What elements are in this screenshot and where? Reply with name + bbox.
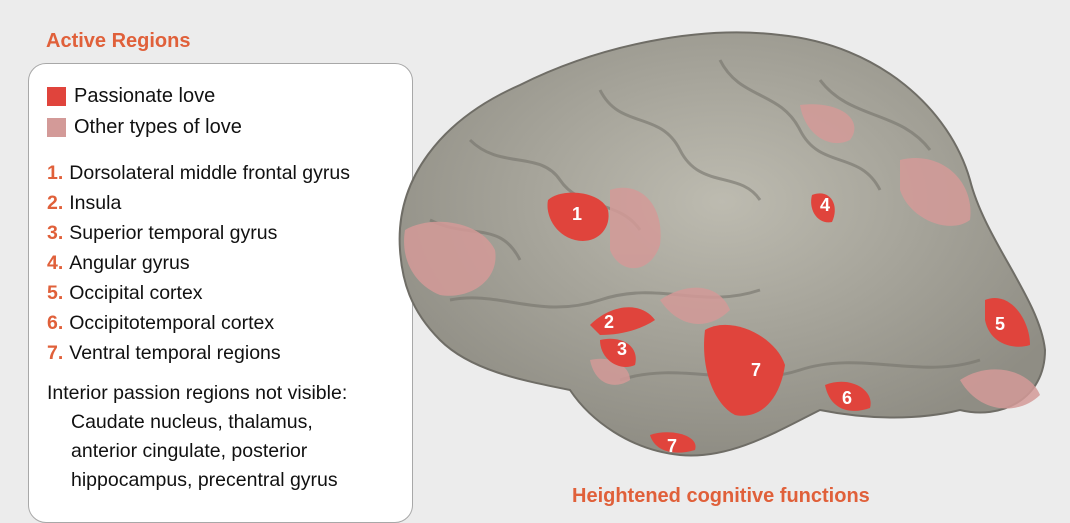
brain-label-7b: 7 [667, 436, 677, 456]
brain-label-1: 1 [572, 204, 582, 224]
passionate-love-regions [547, 192, 1030, 453]
region-item: 1.Dorsolateral middle frontal gyrus [47, 161, 350, 191]
active-regions-title: Active Regions [46, 30, 191, 52]
note-line: anterior cingulate, posterior [71, 440, 308, 462]
region-num: 3. [47, 222, 64, 244]
other-swatch [47, 118, 66, 137]
region-item: 7.Ventral temporal regions [47, 341, 350, 371]
brain-label-5: 5 [995, 314, 1005, 334]
region-item: 4.Angular gyrus [47, 251, 350, 281]
brain-label-3: 3 [617, 339, 627, 359]
brain-label-2: 2 [604, 312, 614, 332]
brain-label-4: 4 [820, 195, 830, 215]
region-label: Ventral temporal regions [69, 342, 281, 364]
legend-label: Other types of love [74, 116, 242, 138]
region-list: 1.Dorsolateral middle frontal gyrus 2.In… [47, 161, 350, 371]
bottom-heading: Heightened cognitive functions [572, 485, 870, 507]
passionate-swatch [47, 87, 66, 106]
region-item: 6.Occipitotemporal cortex [47, 311, 350, 341]
brain-label-6: 6 [842, 388, 852, 408]
interior-note: Interior passion regions not visible: Ca… [47, 379, 347, 495]
region-label: Superior temporal gyrus [69, 222, 278, 244]
region-num: 2. [47, 192, 64, 214]
region-num: 5. [47, 282, 64, 304]
region-label: Dorsolateral middle frontal gyrus [69, 162, 350, 184]
region-num: 6. [47, 312, 64, 334]
legend-other: Other types of love [47, 116, 242, 139]
region-item: 5.Occipital cortex [47, 281, 350, 311]
region-item: 3.Superior temporal gyrus [47, 221, 350, 251]
note-line: Caudate nucleus, thalamus, [71, 411, 313, 433]
region-label: Insula [69, 192, 122, 214]
note-line: hippocampus, precentral gyrus [71, 469, 338, 491]
other-love-regions [404, 104, 1040, 409]
region-num: 7. [47, 342, 64, 364]
region-label: Occipitotemporal cortex [69, 312, 275, 334]
region-label: Occipital cortex [69, 282, 203, 304]
region-num: 4. [47, 252, 64, 274]
region-label: Angular gyrus [69, 252, 190, 274]
legend-label: Passionate love [74, 85, 216, 107]
brain-illustration: 1 2 3 4 5 6 7 7 [398, 31, 1047, 457]
brain-label-7: 7 [751, 360, 761, 380]
legend-panel: Passionate love Other types of love 1.Do… [28, 63, 413, 523]
note-heading: Interior passion regions not visible: [47, 382, 348, 404]
region-num: 1. [47, 162, 64, 184]
legend-passionate: Passionate love [47, 85, 215, 108]
region-item: 2.Insula [47, 191, 350, 221]
